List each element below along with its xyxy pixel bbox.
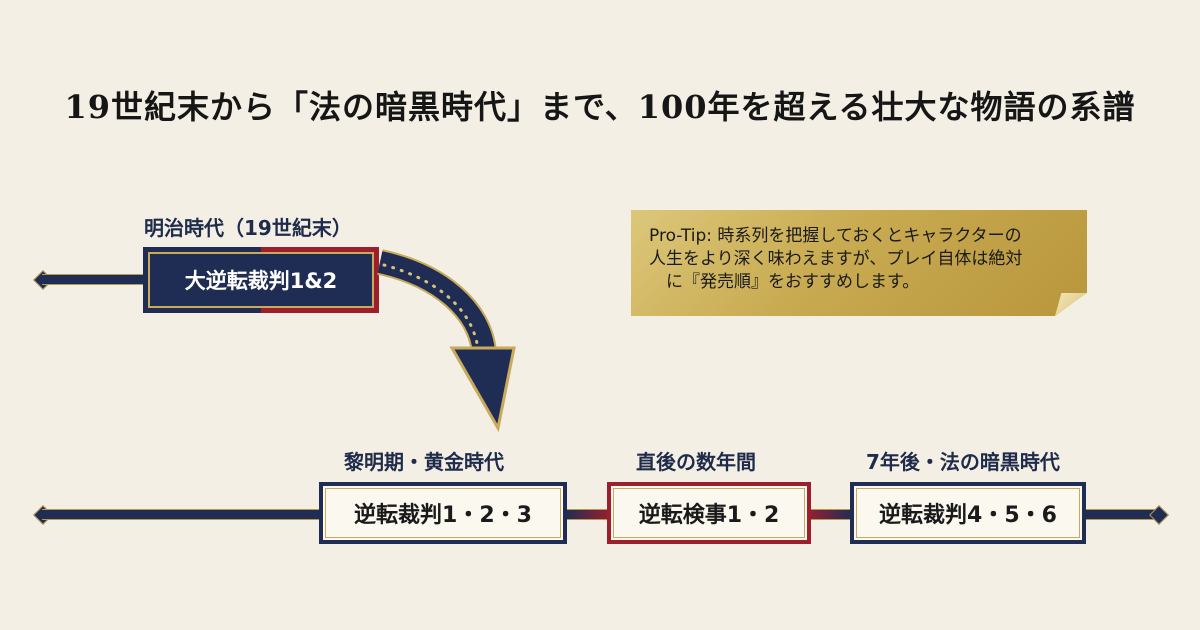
game-label-2: 逆転検事1・2: [638, 503, 780, 528]
top-game-box: 大逆転裁判1&2: [143, 247, 379, 313]
page-title: 19世紀末から「法の暗黒時代」まで、100年を超える壮大な物語の系譜: [64, 88, 1136, 126]
bottom-timeline-red-segment-2: [806, 509, 852, 520]
era-label-1: 黎明期・黄金時代: [344, 450, 504, 474]
pro-tip-text: Pro-Tip: 時系列を把握しておくとキャラクターの 人生をより深く味わえます…: [649, 226, 1023, 292]
top-game-label: 大逆転裁判1&2: [148, 252, 374, 308]
pro-tip-note: Pro-Tip: 時系列を把握しておくとキャラクターの 人生をより深く味わえます…: [631, 210, 1087, 316]
era-label-2: 直後の数年間: [636, 450, 756, 474]
era-label-3: 7年後・法の暗黒時代: [866, 450, 1060, 474]
game-box-2: 逆転検事1・2: [607, 482, 811, 544]
bottom-timeline-red-segment: [566, 509, 612, 520]
game-label-3: 逆転裁判4・5・6: [879, 503, 1057, 528]
game-label-1: 逆転裁判1・2・3: [354, 503, 532, 528]
top-timeline-line: [42, 274, 146, 285]
top-era-label: 明治時代（19世紀末）: [144, 216, 352, 240]
game-box-1: 逆転裁判1・2・3: [319, 482, 567, 544]
game-box-3: 逆転裁判4・5・6: [850, 482, 1086, 544]
